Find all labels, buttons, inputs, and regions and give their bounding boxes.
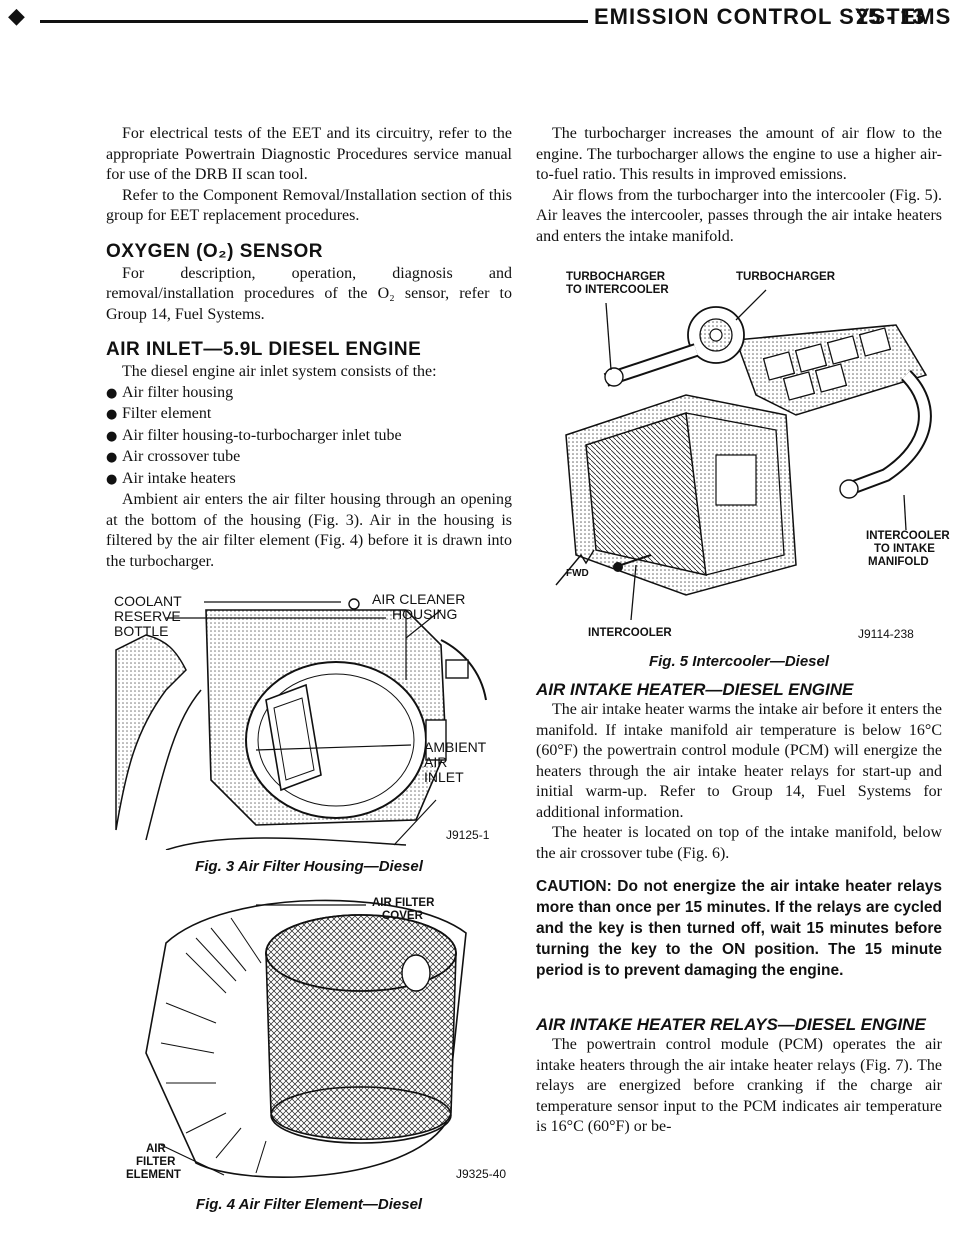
label-housing: HOUSING	[392, 606, 458, 622]
paragraph: Refer to the Component Removal/Installat…	[106, 186, 512, 225]
bullet-icon: ●	[106, 428, 118, 444]
component-list: ●Air filter housing ●Filter element ●Air…	[106, 383, 512, 491]
label-air-filter-element-3: ELEMENT	[126, 1169, 181, 1181]
list-item: ●Air filter housing-to-turbocharger inle…	[106, 426, 512, 448]
paragraph: For electrical tests of the EET and its …	[106, 125, 512, 183]
bullet-icon: ●	[106, 385, 118, 401]
bullet-icon: ●	[106, 450, 118, 465]
right-column: The turbocharger increases the amount of…	[536, 124, 950, 1138]
label-air-filter-element-1: AIR	[146, 1143, 166, 1155]
list-item: ●Air filter housing	[106, 383, 512, 405]
paragraph: The powertrain control module (PCM) oper…	[536, 1036, 942, 1135]
heading-oxygen-sensor: OXYGEN (O₂) SENSOR	[106, 240, 323, 262]
label-turbo-to-intercooler-2: TO INTERCOOLER	[566, 284, 669, 296]
figure-caption: Fig. 5 Intercooler—Diesel	[648, 653, 830, 670]
diamond-icon: ◆	[8, 4, 25, 29]
label-inlet: INLET	[424, 769, 464, 785]
label-intercooler: INTERCOOLER	[588, 627, 672, 639]
left-column: For electrical tests of the EET and its …	[106, 124, 512, 1221]
air-filter-housing-illustration	[115, 598, 487, 850]
air-filter-element-illustration	[145, 899, 467, 1178]
intercooler-illustration	[555, 289, 932, 621]
paragraph: The heater is located on top of the inta…	[536, 824, 942, 862]
label-coolant: COOLANT	[114, 593, 182, 609]
paragraph: The turbocharger increases the amount of…	[536, 125, 942, 183]
list-item: ●Air crossover tube	[106, 447, 512, 469]
figure-number: J9114-238	[858, 627, 914, 641]
paragraph: The diesel engine air inlet system consi…	[122, 363, 437, 380]
paragraph: Air flows from the turbocharger into the…	[536, 186, 942, 245]
caution-notice: CAUTION: Do not energize the air intake …	[536, 878, 942, 979]
figure-caption: Fig. 4 Air Filter Element—Diesel	[195, 1196, 423, 1213]
label-air-cleaner: AIR CLEANER	[372, 591, 466, 607]
paragraph: For description, operation, diagnosis an…	[106, 264, 512, 323]
figure-5: TURBOCHARGER TO INTERCOOLER TURBOCHARGER…	[536, 265, 950, 645]
figure-number: J9325-40	[456, 1167, 507, 1181]
label-turbocharger: TURBOCHARGER	[736, 271, 836, 283]
list-item: ●Filter element	[106, 404, 512, 426]
list-item: ●Air intake heaters	[106, 469, 512, 491]
heading-air-intake-heater: AIR INTAKE HEATER—DIESEL ENGINE	[536, 680, 854, 699]
heading-air-intake-heater-relays: AIR INTAKE HEATER RELAYS—DIESEL ENGINE	[536, 1015, 926, 1034]
bullet-icon: ●	[106, 471, 118, 487]
label-air-filter-element-2: FILTER	[136, 1156, 176, 1168]
label-intercooler-to-intake-3: MANIFOLD	[868, 556, 929, 568]
label-air: AIR	[424, 754, 448, 770]
page-number: 25 - 13	[856, 4, 925, 29]
label-fwd: FWD	[566, 568, 589, 579]
label-bottle: BOTTLE	[114, 623, 169, 639]
figure-caption: Fig. 3 Air Filter Housing—Diesel	[195, 858, 423, 875]
figure-number: J9125-1	[446, 828, 490, 842]
heading-air-inlet: AIR INLET—5.9L DIESEL ENGINE	[106, 339, 422, 360]
label-ambient: AMBIENT	[424, 739, 487, 755]
paragraph: Ambient air enters the air filter housin…	[106, 491, 512, 570]
paragraph: The air intake heater warms the intake a…	[536, 701, 942, 821]
page-header: ◆ EMISSION CONTROL SYSTEMS 25 - 13	[0, 0, 960, 60]
label-turbo-to-intercooler-1: TURBOCHARGER	[566, 271, 666, 283]
bullet-icon: ●	[106, 407, 118, 422]
label-reserve: RESERVE	[114, 608, 181, 624]
section-title: EMISSION CONTROL SYSTEMS	[594, 4, 952, 29]
header-rule	[40, 20, 588, 23]
label-air-filter-cover-1: AIR FILTER	[372, 897, 435, 909]
figure-4: AIR FILTER COVER AIR FILTER ELEMENT J932…	[106, 883, 512, 1188]
label-intercooler-to-intake-1: INTERCOOLER	[866, 530, 950, 542]
label-intercooler-to-intake-2: TO INTAKE	[874, 543, 935, 555]
label-air-filter-cover-2: COVER	[382, 910, 423, 922]
figure-3: COOLANT RESERVE BOTTLE AIR CLEANER HOUSI…	[106, 590, 512, 850]
